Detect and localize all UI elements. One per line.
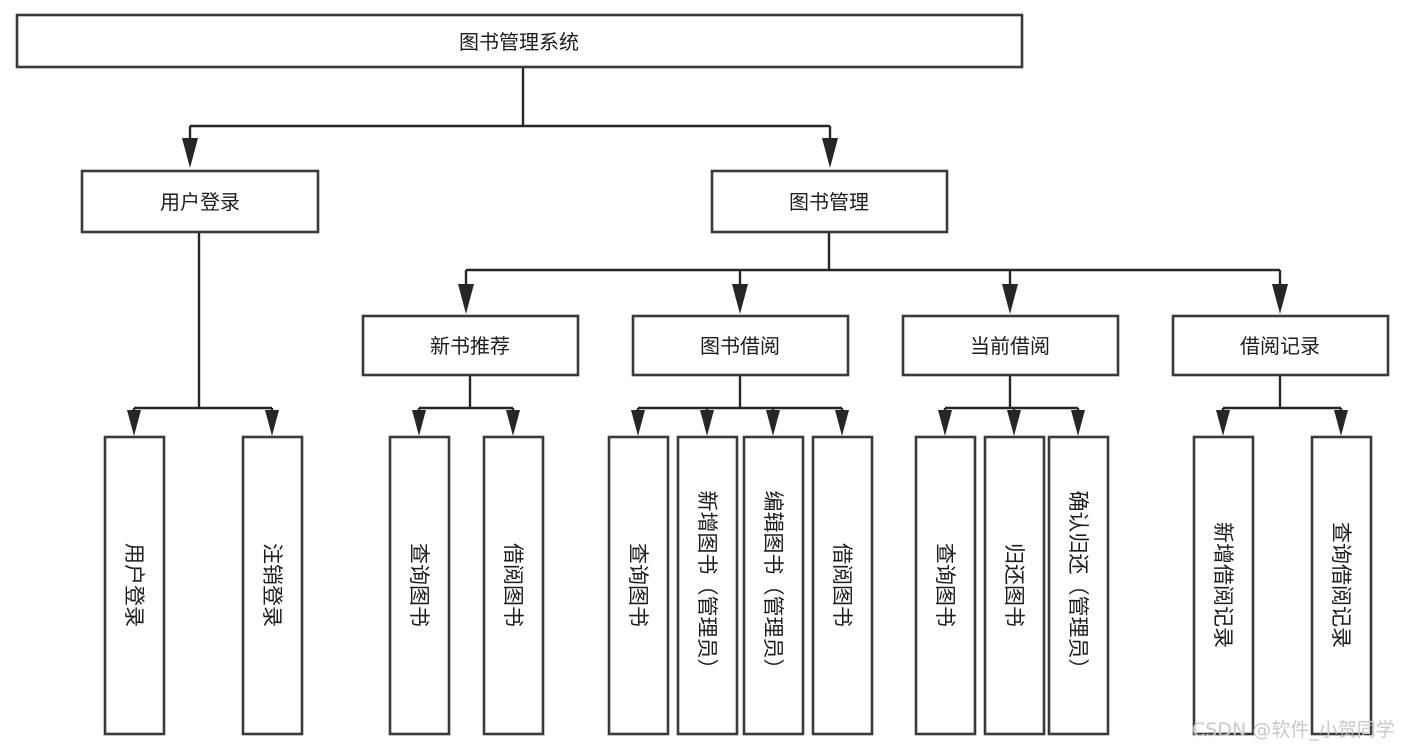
arrow-head-leaf-user-login — [127, 410, 141, 436]
node-user-login-box[interactable] — [80, 169, 320, 234]
connector-group-book-borrow — [631, 375, 849, 436]
arrow-head-cb-return-book — [1007, 410, 1021, 436]
leaf-bb-borrow-book-box[interactable] — [811, 435, 874, 736]
leaf-cb-confirm-return-box[interactable] — [1047, 435, 1110, 736]
leaf-bb-edit-book[interactable]: 编辑图书（管理员） — [742, 435, 805, 736]
node-root-box[interactable] — [15, 13, 1024, 69]
arrow-head-bb-add-book — [700, 410, 714, 436]
arrow-head-user-login — [182, 138, 198, 168]
arrow-head-br-query-record — [1334, 410, 1348, 436]
node-book-management-label: 图书管理 — [789, 190, 869, 214]
node-new-book-recommend-box[interactable] — [361, 314, 580, 377]
leaf-br-query-record-label: 查询借阅记录 — [1329, 522, 1353, 648]
leaf-bb-edit-book-box[interactable] — [742, 435, 805, 736]
arrow-head-book-mgmt — [822, 138, 838, 168]
arrow-head-nb-query-book — [412, 410, 426, 436]
leaf-user-login-label: 用户登录 — [122, 543, 146, 627]
arrow-head-bb-edit-book — [766, 410, 780, 436]
node-current-borrow-label: 当前借阅 — [970, 334, 1050, 358]
leaf-bb-query-book-label: 查询图书 — [626, 543, 650, 627]
node-book-borrow-box[interactable] — [631, 314, 850, 377]
node-current-borrow-box[interactable] — [901, 314, 1120, 377]
node-new-book-recommend[interactable]: 新书推荐 — [361, 314, 580, 377]
connector-group-borrow-record — [1216, 375, 1348, 436]
leaf-nb-query-book[interactable]: 查询图书 — [388, 435, 451, 736]
leaf-nb-borrow-book-box[interactable] — [482, 435, 545, 736]
leaf-cb-return-book-label: 归还图书 — [1002, 543, 1026, 627]
arrow-head-bb-query-book — [631, 410, 645, 436]
arrow-head-borrow-record — [1272, 284, 1288, 314]
node-borrow-record[interactable]: 借阅记录 — [1171, 314, 1390, 377]
leaf-cb-query-book-label: 查询图书 — [933, 543, 957, 627]
leaf-cb-confirm-return[interactable]: 确认归还（管理员） — [1047, 435, 1110, 736]
leaf-nb-query-book-box[interactable] — [388, 435, 451, 736]
node-borrow-record-box[interactable] — [1171, 314, 1390, 377]
leaf-logout-box[interactable] — [241, 435, 304, 736]
leaf-nb-borrow-book-label: 借阅图书 — [501, 543, 525, 627]
leaf-br-add-record-label: 新增借阅记录 — [1211, 522, 1235, 648]
node-book-borrow-label: 图书借阅 — [700, 334, 780, 358]
connector-group-book-mgmt — [458, 232, 1288, 314]
arrow-head-new-book — [458, 284, 474, 314]
connector-group-new-book — [412, 375, 520, 436]
leaf-nb-borrow-book[interactable]: 借阅图书 — [482, 435, 545, 736]
leaf-bb-borrow-book[interactable]: 借阅图书 — [811, 435, 874, 736]
arrow-head-bb-borrow-book — [835, 410, 849, 436]
leaf-bb-borrow-book-label: 借阅图书 — [830, 543, 854, 627]
leaf-cb-return-book[interactable]: 归还图书 — [983, 435, 1046, 736]
leaf-cb-confirm-return-label: 确认归还（管理员） — [1066, 491, 1090, 680]
leaf-user-login[interactable]: 用户登录 — [103, 435, 166, 736]
leaf-bb-edit-book-label: 编辑图书（管理员） — [761, 491, 785, 680]
leaf-cb-return-book-box[interactable] — [983, 435, 1046, 736]
arrow-head-nb-borrow-book — [506, 410, 520, 436]
node-user-login-label: 用户登录 — [160, 190, 240, 214]
arrow-head-current-borrow — [1002, 284, 1018, 314]
node-borrow-record-label: 借阅记录 — [1240, 334, 1320, 358]
leaf-logout[interactable]: 注销登录 — [241, 435, 304, 736]
leaf-cb-query-book[interactable]: 查询图书 — [914, 435, 977, 736]
watermark-text: CSDN @软件_小贺同学 — [1192, 719, 1395, 741]
leaf-nb-query-book-label: 查询图书 — [407, 543, 431, 627]
node-book-management[interactable]: 图书管理 — [710, 169, 949, 234]
leaf-br-add-record-box[interactable] — [1192, 435, 1255, 736]
arrow-head-cb-confirm-return — [1071, 410, 1085, 436]
leaf-bb-query-book[interactable]: 查询图书 — [607, 435, 670, 736]
leaf-bb-add-book[interactable]: 新增图书（管理员） — [676, 435, 739, 736]
node-book-borrow[interactable]: 图书借阅 — [631, 314, 850, 377]
leaf-br-add-record[interactable]: 新增借阅记录 — [1192, 435, 1255, 736]
connector-group-root — [182, 67, 838, 168]
leaf-br-query-record[interactable]: 查询借阅记录 — [1310, 435, 1373, 736]
node-root[interactable]: 图书管理系统 — [15, 13, 1024, 69]
connector-group-current-borrow — [938, 375, 1085, 436]
connector-group-user-login — [127, 232, 279, 436]
leaf-bb-add-book-box[interactable] — [676, 435, 739, 736]
leaf-bb-add-book-label: 新增图书（管理员） — [695, 491, 719, 680]
leaf-cb-query-book-box[interactable] — [914, 435, 977, 736]
node-user-login[interactable]: 用户登录 — [80, 169, 320, 234]
leaf-logout-label: 注销登录 — [260, 543, 284, 627]
leaf-br-query-record-box[interactable] — [1310, 435, 1373, 736]
node-root-label: 图书管理系统 — [459, 30, 579, 54]
arrow-head-book-borrow — [732, 284, 748, 314]
node-book-management-box[interactable] — [710, 169, 949, 234]
leaf-user-login-box[interactable] — [103, 435, 166, 736]
node-new-book-recommend-label: 新书推荐 — [430, 334, 510, 358]
arrow-head-br-add-record — [1216, 410, 1230, 436]
leaf-bb-query-book-box[interactable] — [607, 435, 670, 736]
arrow-head-cb-query-book — [938, 410, 952, 436]
node-current-borrow[interactable]: 当前借阅 — [901, 314, 1120, 377]
arrow-head-leaf-logout — [265, 410, 279, 436]
